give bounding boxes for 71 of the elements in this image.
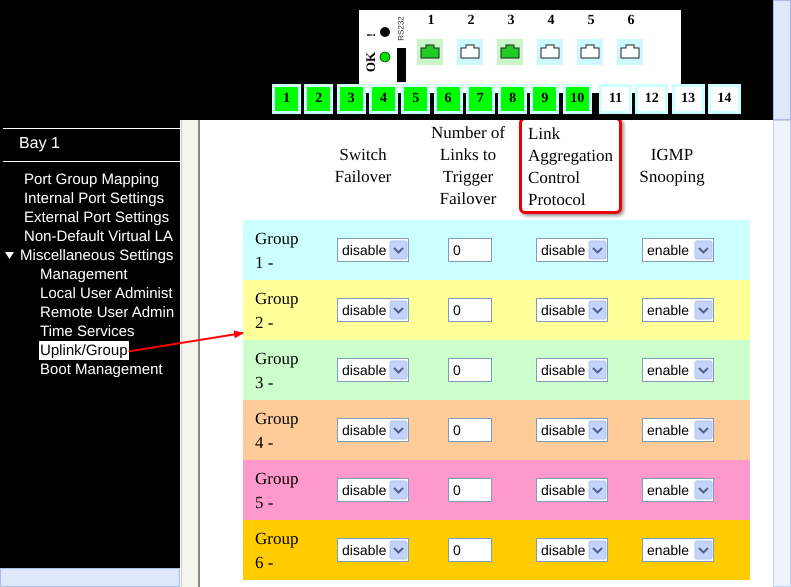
- port-number: 3: [506, 13, 516, 30]
- port-status-box: 4: [368, 84, 398, 114]
- status-label: OK: [363, 50, 379, 74]
- number-input-field: 0: [448, 358, 492, 382]
- port-number: 6: [626, 13, 636, 30]
- selected-menu-item: Uplink/Group: [39, 341, 129, 360]
- settings-table: [243, 220, 750, 580]
- dropdown-select: disable: [337, 238, 409, 262]
- menu-item: Local User Administ: [39, 284, 174, 303]
- section-heading: Bay 1: [19, 135, 61, 154]
- dropdown-select: disable: [536, 538, 608, 562]
- row-label: Group 1 -: [255, 228, 300, 274]
- dropdown-select: disable: [337, 538, 409, 562]
- number-input-field: 0: [448, 238, 492, 262]
- number-input-field: 0: [448, 538, 492, 562]
- dropdown-select: enable: [642, 418, 714, 442]
- port-status-box: 7: [466, 84, 495, 114]
- row-label: Group 4 -: [255, 408, 300, 454]
- port-label: RS232: [396, 15, 406, 43]
- number-input-field: 0: [448, 418, 492, 442]
- dropdown-select: disable: [536, 298, 608, 322]
- port-status-box: 13: [672, 84, 705, 114]
- port-status-box: 9: [530, 84, 560, 114]
- port-status-box: 12: [635, 84, 668, 114]
- port-number: 1: [426, 13, 436, 30]
- dropdown-select: enable: [642, 358, 714, 382]
- row-label: Group 3 -: [255, 348, 300, 394]
- port-number: 4: [546, 13, 556, 30]
- dropdown-select: disable: [337, 298, 409, 322]
- row-label: Group 2 -: [255, 288, 300, 334]
- dropdown-select: disable: [536, 418, 608, 442]
- dropdown-select: disable: [536, 358, 608, 382]
- dropdown-select: disable: [536, 478, 608, 502]
- port-status-box: 5: [401, 84, 430, 114]
- highlighted-column-header: Link Aggregation Control Protocol: [519, 120, 622, 214]
- port-status-box: 3: [336, 84, 366, 114]
- arrow: [128, 330, 244, 352]
- menu-item: Port Group Mapping: [23, 170, 160, 189]
- menu-item: Boot Management: [39, 360, 164, 379]
- menu-item: Time Services: [39, 322, 136, 341]
- number-input-field: 0: [448, 298, 492, 322]
- menu-item: Remote User Admin: [39, 303, 176, 322]
- menu-item: External Port Settings: [23, 208, 170, 227]
- row-label: Group 5 -: [255, 468, 300, 514]
- port-status-box: 11: [599, 84, 632, 114]
- dropdown-select: enable: [642, 238, 714, 262]
- port-status-box: 10: [562, 84, 592, 114]
- menu-item: Internal Port Settings: [23, 189, 166, 208]
- status-label: !: [364, 32, 378, 39]
- port-status-box: 6: [434, 84, 462, 114]
- dropdown-select: disable: [337, 418, 409, 442]
- dropdown-select: disable: [337, 358, 409, 382]
- port-status-box: 2: [304, 84, 334, 114]
- menu-item: Management: [39, 265, 129, 284]
- row-label: Group 6 -: [255, 528, 300, 574]
- dropdown-select: enable: [642, 478, 714, 502]
- port-number: 5: [586, 13, 596, 30]
- column-header: Switch Failover: [334, 144, 392, 188]
- dropdown-select: enable: [642, 538, 714, 562]
- dropdown-select: enable: [642, 298, 714, 322]
- port-status-box: 14: [708, 84, 741, 114]
- port-number: 2: [466, 13, 476, 30]
- menu-item: Non-Default Virtual LA: [23, 227, 174, 246]
- number-input-field: 0: [448, 478, 492, 502]
- menu-item: Miscellaneous Settings: [19, 246, 174, 265]
- port-status-box: 1: [272, 84, 301, 114]
- column-header: Number of Links to Trigger Failover: [430, 122, 506, 210]
- dropdown-select: disable: [536, 238, 608, 262]
- port-status-box: 8: [498, 84, 528, 114]
- dropdown-select: disable: [337, 478, 409, 502]
- column-header: IGMP Snooping: [638, 144, 706, 188]
